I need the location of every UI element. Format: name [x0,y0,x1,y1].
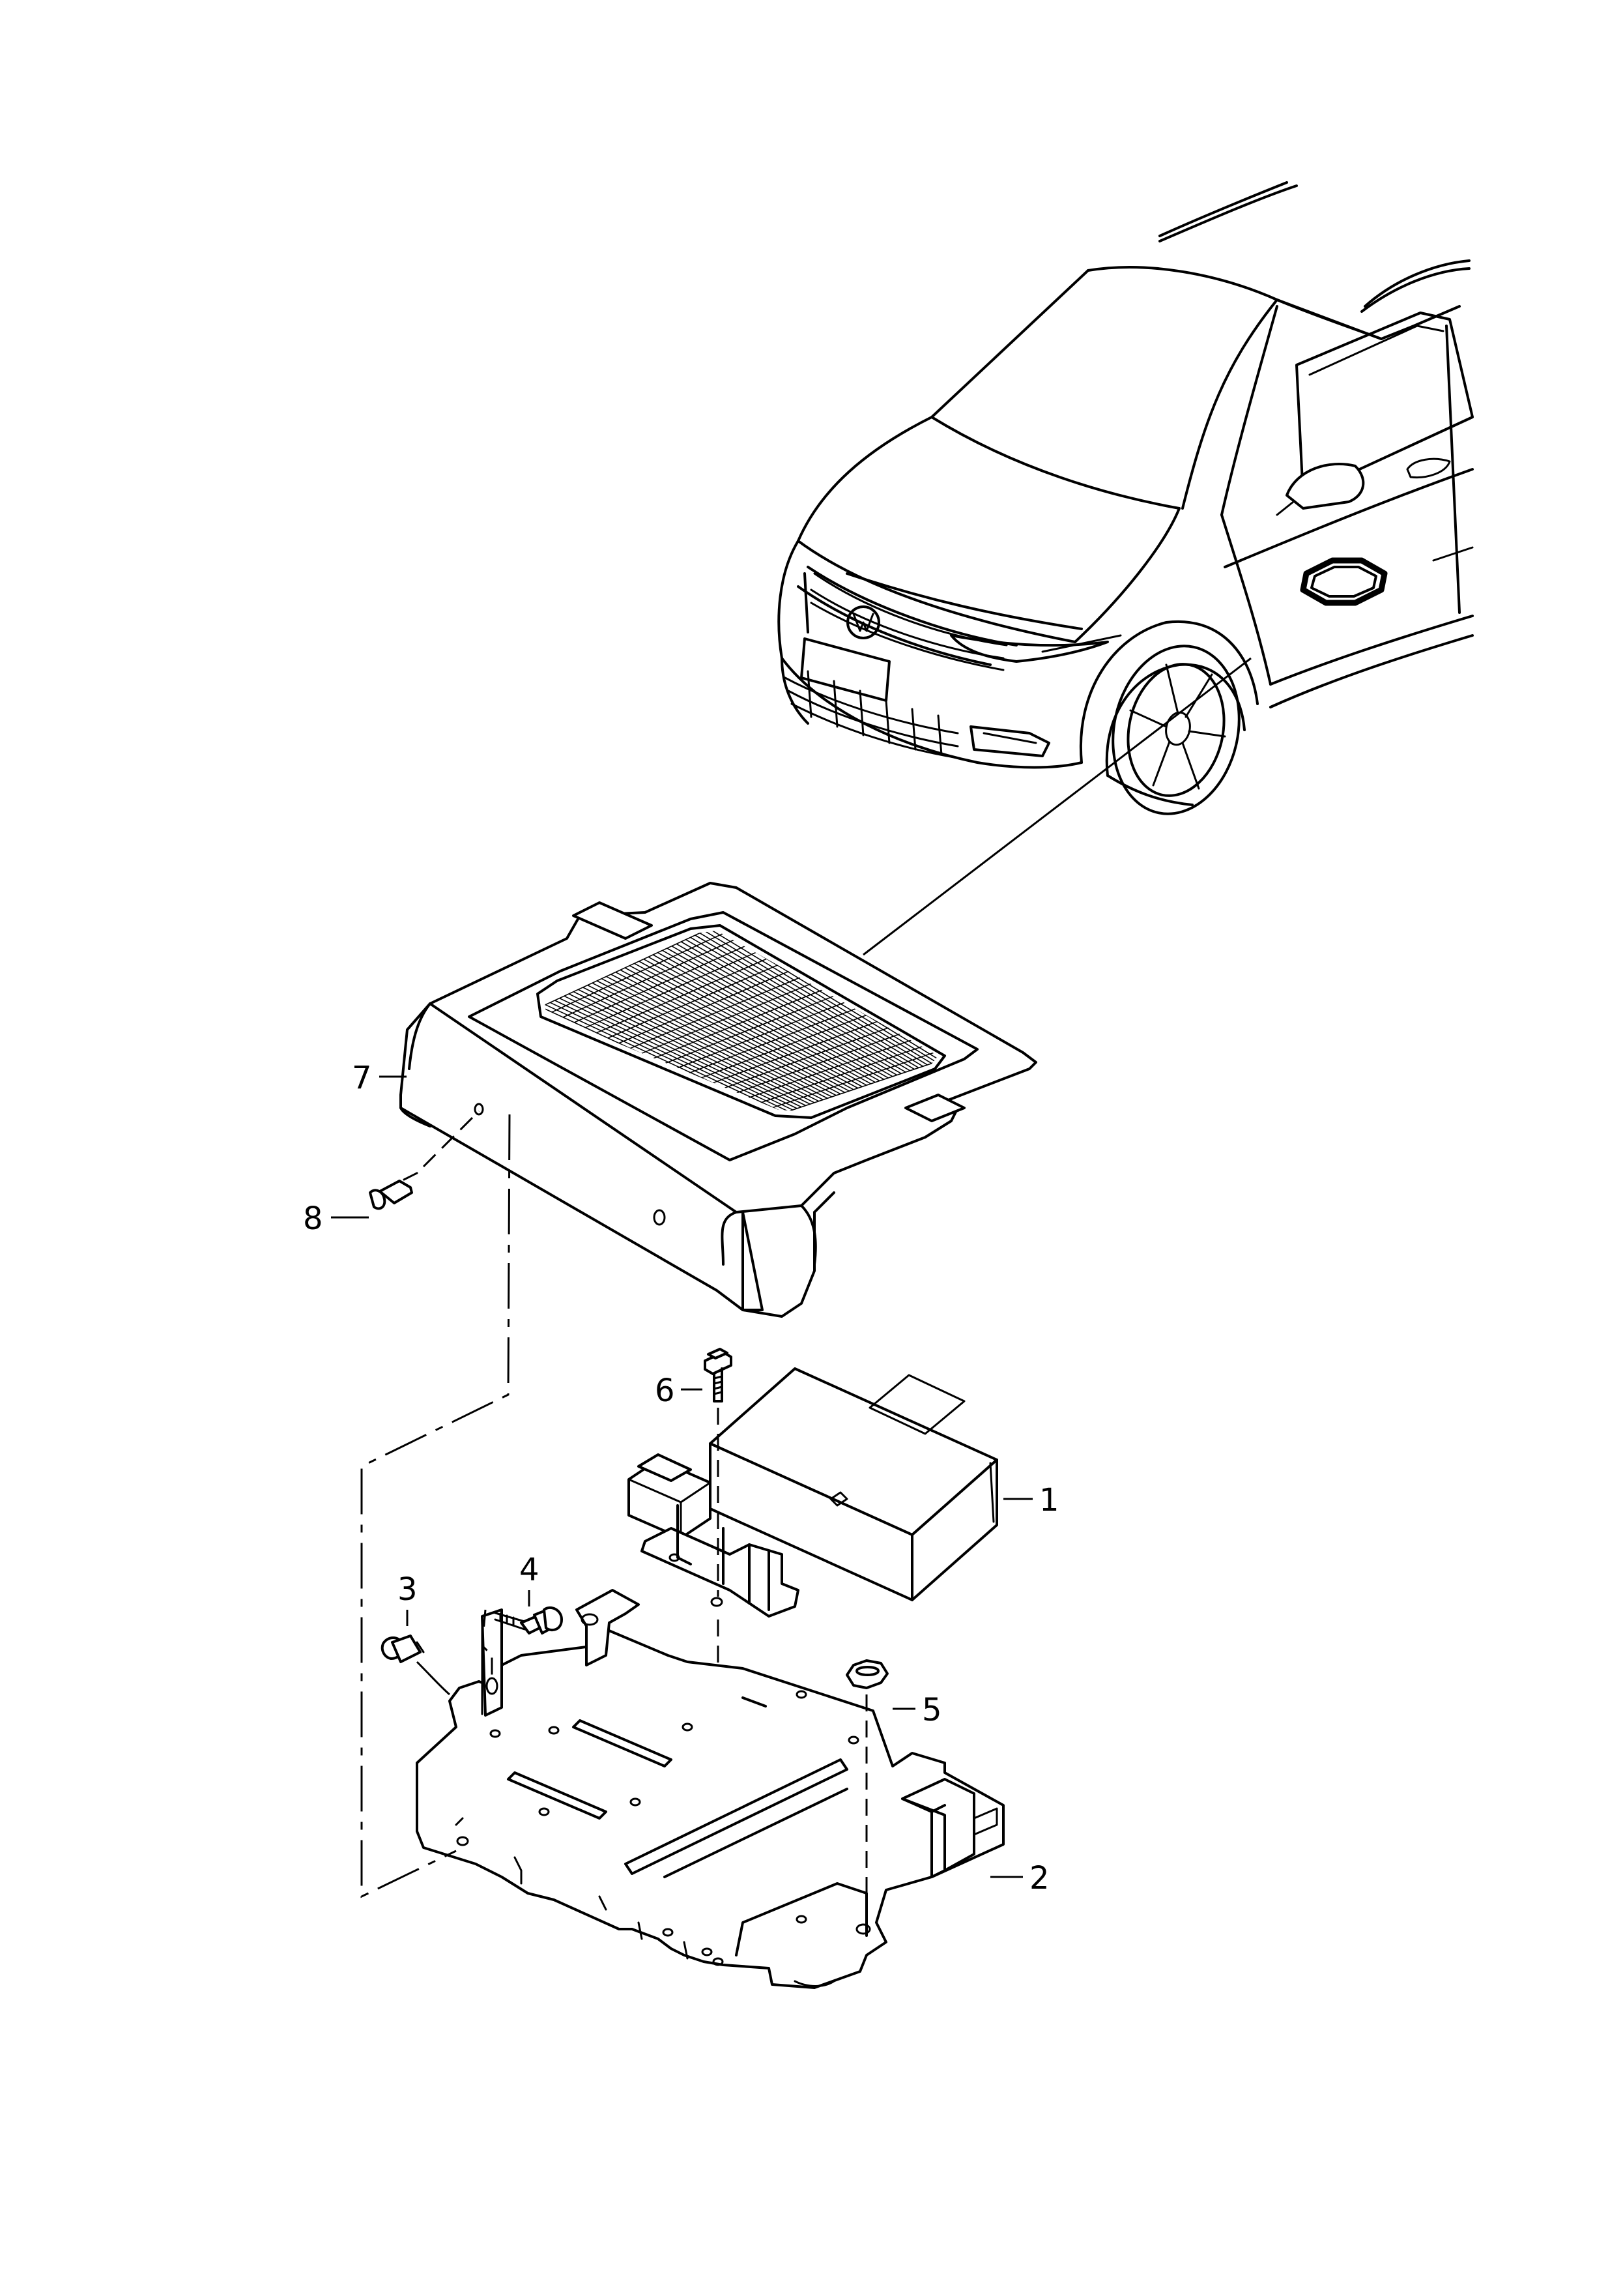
assembly-dash-line [360,1114,511,1898]
part-2-bracket-plate [416,1589,1005,1989]
callout-5: 5 [922,1692,942,1728]
part-7-cover [399,882,1037,1318]
part-4-bolt [494,1606,563,1635]
location-leader-line [863,657,1252,956]
part-5-nut [846,1659,889,1929]
part-8-clip [369,1110,480,1210]
callout-2: 2 [1029,1860,1050,1896]
bolt-4-dash-line [481,1609,493,1681]
part-3-stud [381,1635,425,1663]
vehicle-outline [777,181,1474,815]
callout-7: 7 [352,1060,372,1096]
callout-8: 8 [303,1200,323,1237]
callout-1: 1 [1039,1482,1059,1519]
callout-4: 4 [519,1552,539,1588]
callout-6: 6 [655,1373,675,1409]
callout-3: 3 [397,1571,418,1608]
part-1-control-unit [627,1367,998,1618]
